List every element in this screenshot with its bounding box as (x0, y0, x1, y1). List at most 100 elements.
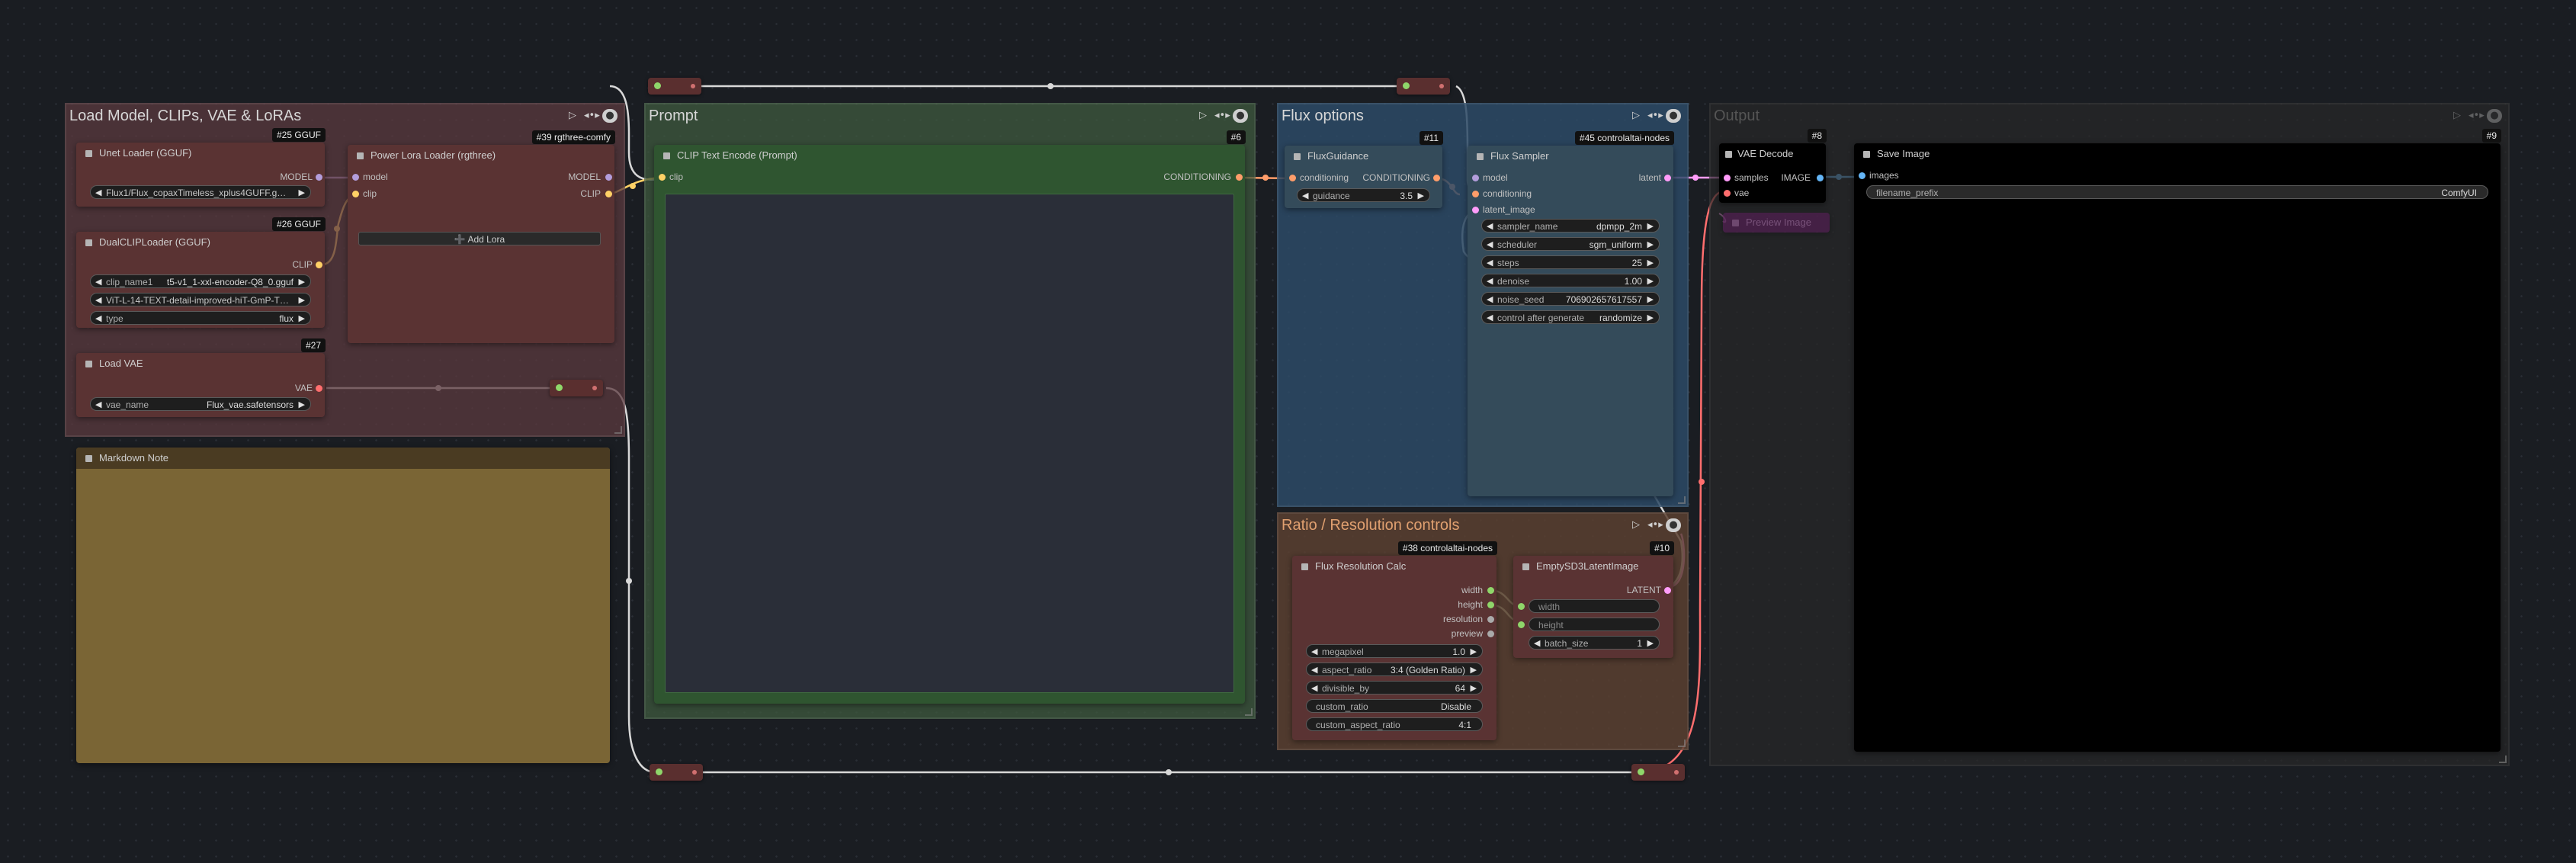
node-title-bar[interactable]: Unet Loader (GGUF) (76, 143, 325, 164)
output-slot-vae[interactable] (316, 385, 322, 392)
resize-handle[interactable] (614, 426, 622, 434)
output-slot-width[interactable] (1487, 587, 1494, 594)
pin-icon[interactable]: ◂•▸ (584, 110, 600, 121)
resize-handle[interactable] (2499, 756, 2507, 763)
arrow-left-icon[interactable]: ◀ (1534, 639, 1541, 648)
node-preview-image[interactable]: Preview Image (1723, 213, 1830, 233)
type-widget[interactable]: ◀ type flux ▶ (90, 311, 311, 325)
arrow-right-icon[interactable]: ▶ (1417, 191, 1424, 201)
node-clip-text-encode[interactable]: #6 CLIP Text Encode (Prompt) clip CONDIT… (654, 130, 1246, 704)
reroute-node-vae[interactable] (550, 380, 603, 396)
node-title-bar[interactable]: Flux Resolution Calc (1292, 556, 1497, 577)
input-slot-conditioning[interactable] (1472, 191, 1479, 197)
pin-icon[interactable]: ◂•▸ (2469, 110, 2485, 121)
output-slot-model[interactable] (316, 174, 322, 181)
node-title-bar[interactable]: Preview Image (1723, 213, 1830, 233)
output-slot-conditioning[interactable] (1433, 175, 1440, 181)
arrow-left-icon[interactable]: ◀ (95, 278, 102, 287)
sampler-name-widget[interactable]: ◀ sampler_name dpmpp_2m ▶ (1481, 219, 1660, 233)
input-slot-samples[interactable] (1724, 175, 1731, 181)
node-title-bar[interactable]: Save Image (1854, 143, 2501, 165)
collapse-icon[interactable] (1732, 220, 1739, 226)
pin-icon[interactable]: ◂•▸ (1647, 110, 1663, 121)
input-slot-width[interactable] (1518, 603, 1525, 610)
output-slot-clip[interactable] (605, 191, 612, 197)
arrow-right-icon[interactable]: ▶ (298, 314, 305, 323)
output-slot-image[interactable] (1817, 175, 1824, 181)
collapse-icon[interactable] (663, 152, 670, 159)
collapse-icon[interactable] (1725, 151, 1732, 158)
node-flux-resolution-calc[interactable]: #38 controlaltai-nodes Flux Resolution C… (1292, 541, 1497, 740)
eye-icon[interactable]: ● (1666, 518, 1681, 532)
megapixel-widget[interactable]: ◀ megapixel 1.0 ▶ (1306, 644, 1483, 658)
collapse-icon[interactable] (1863, 151, 1870, 158)
arrow-right-icon[interactable]: ▶ (298, 400, 305, 409)
node-title-bar[interactable]: VAE Decode (1719, 143, 1826, 165)
collapse-icon[interactable] (357, 152, 364, 159)
arrow-right-icon[interactable]: ▶ (1647, 240, 1654, 249)
resize-handle[interactable] (1245, 708, 1253, 716)
reroute-input-slot[interactable] (556, 384, 563, 391)
arrow-right-icon[interactable]: ▶ (1647, 222, 1654, 231)
input-slot-clip[interactable] (659, 174, 666, 181)
arrow-left-icon[interactable]: ◀ (1487, 295, 1493, 304)
steps-widget[interactable]: ◀ steps 25 ▶ (1481, 255, 1660, 269)
reroute-output-slot[interactable] (692, 770, 697, 775)
arrow-right-icon[interactable]: ▶ (1647, 295, 1654, 304)
input-slot-latent-image[interactable] (1472, 207, 1479, 213)
node-markdown-note[interactable]: Markdown Note (76, 448, 610, 763)
node-flux-sampler[interactable]: #45 controlaltai-nodes Flux Sampler mode… (1468, 131, 1674, 496)
arrow-left-icon[interactable]: ◀ (1302, 191, 1309, 201)
aspect-ratio-widget[interactable]: ◀ aspect_ratio 3:4 (Golden Ratio) ▶ (1306, 662, 1483, 676)
reroute-node-bottom-left[interactable] (650, 764, 703, 781)
control-after-generate-widget[interactable]: ◀ control after generate randomize ▶ (1481, 310, 1660, 324)
batch-size-widget[interactable]: ◀ batch_size 1 ▶ (1529, 636, 1660, 650)
play-icon[interactable]: ▷ (569, 110, 576, 121)
input-slot-vae[interactable] (1724, 190, 1731, 197)
output-slot-height[interactable] (1487, 602, 1494, 608)
arrow-left-icon[interactable]: ◀ (1311, 647, 1318, 656)
custom-aspect-ratio-widget[interactable]: custom_aspect_ratio 4:1 (1306, 717, 1483, 731)
prompt-textarea[interactable] (665, 194, 1234, 693)
collapse-icon[interactable] (1301, 563, 1308, 570)
node-dualclip-loader[interactable]: #26 GGUF DualCLIPLoader (GGUF) CLIP ◀ cl… (76, 217, 326, 328)
noise-seed-widget[interactable]: ◀ noise_seed 706902657617557 ▶ (1481, 292, 1660, 306)
arrow-right-icon[interactable]: ▶ (298, 188, 305, 197)
arrow-right-icon[interactable]: ▶ (1470, 684, 1477, 693)
eye-icon[interactable]: ● (1233, 109, 1248, 123)
reroute-input-slot[interactable] (1638, 768, 1644, 775)
output-slot-preview[interactable] (1487, 630, 1494, 637)
input-slot-images[interactable] (1859, 172, 1865, 179)
arrow-right-icon[interactable]: ▶ (298, 296, 305, 305)
input-slot-clip[interactable] (352, 191, 359, 197)
node-save-image[interactable]: #9 Save Image images filename_prefix Com… (1854, 129, 2501, 752)
arrow-right-icon[interactable]: ▶ (1470, 647, 1477, 656)
arrow-left-icon[interactable]: ◀ (1487, 240, 1493, 249)
node-title-bar[interactable]: Power Lora Loader (rgthree) (348, 145, 614, 166)
divisible-by-widget[interactable]: ◀ divisible_by 64 ▶ (1306, 681, 1483, 695)
arrow-right-icon[interactable]: ▶ (1647, 639, 1654, 648)
reroute-input-slot[interactable] (1403, 82, 1410, 89)
node-title-bar[interactable]: Markdown Note (76, 448, 610, 469)
arrow-left-icon[interactable]: ◀ (1487, 277, 1493, 286)
input-slot-conditioning[interactable] (1289, 175, 1296, 181)
node-power-lora-loader[interactable]: #39 rgthree-comfy Power Lora Loader (rgt… (348, 130, 615, 343)
reroute-node-bottom-right[interactable] (1631, 764, 1685, 781)
arrow-left-icon[interactable]: ◀ (95, 188, 102, 197)
node-flux-guidance[interactable]: #11 FluxGuidance conditioning CONDITIONI… (1285, 131, 1443, 208)
arrow-left-icon[interactable]: ◀ (95, 314, 102, 323)
input-slot-height[interactable] (1518, 621, 1525, 628)
custom-ratio-widget[interactable]: custom_ratio Disable (1306, 699, 1483, 713)
reroute-output-slot[interactable] (1674, 770, 1679, 775)
reroute-node-top-left[interactable] (648, 78, 701, 95)
reroute-output-slot[interactable] (691, 84, 695, 88)
collapse-icon[interactable] (1522, 563, 1529, 570)
input-slot-model[interactable] (352, 174, 359, 181)
node-title-bar[interactable]: Load VAE (76, 353, 325, 374)
node-title-bar[interactable]: CLIP Text Encode (Prompt) (654, 145, 1245, 166)
node-title-bar[interactable]: DualCLIPLoader (GGUF) (76, 232, 325, 253)
resize-handle[interactable] (1678, 496, 1686, 504)
clip-name1-widget[interactable]: ◀ clip_name1 t5-v1_1-xxl-encoder-Q8_0.gg… (90, 274, 311, 288)
node-title-bar[interactable]: Flux Sampler (1468, 146, 1673, 167)
